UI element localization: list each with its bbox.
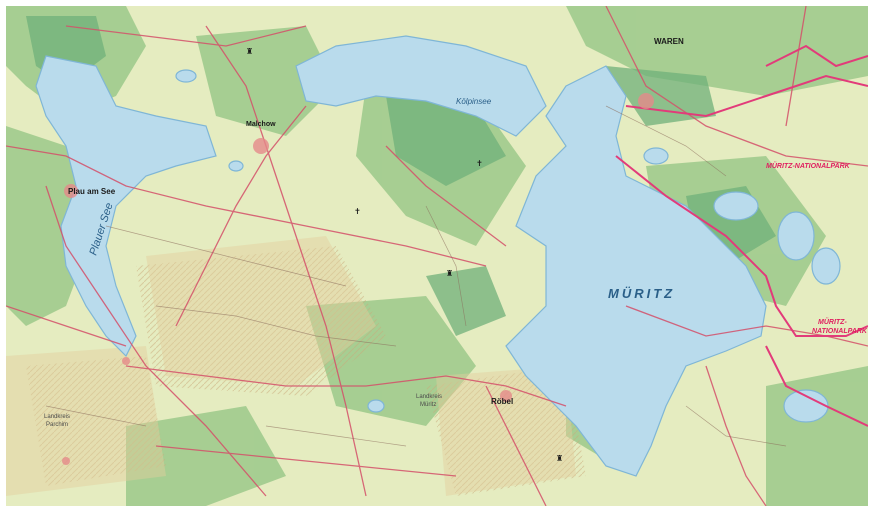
map-symbols: ♜ ♜ ♜ ✝ ✝ xyxy=(246,47,563,463)
label-roebel: Röbel xyxy=(491,397,513,406)
lake-koelpinsee xyxy=(295,35,547,137)
dark-forest xyxy=(26,16,776,336)
national-park-boundary xyxy=(615,44,868,427)
label-mueritz: MÜRITZ xyxy=(608,286,675,301)
castle-icon: ♜ xyxy=(246,47,253,56)
label-region-mid-line1: Landkreis xyxy=(416,394,442,400)
church-icon: ✝ xyxy=(354,207,361,216)
church-icon: ✝ xyxy=(476,159,483,168)
road-network xyxy=(6,6,868,506)
lakes xyxy=(35,35,841,477)
label-region-mid-line2: Müritz xyxy=(420,402,436,408)
label-region-sw-line2: Parchim xyxy=(46,422,68,428)
hill-relief xyxy=(26,246,586,496)
label-waren: WAREN xyxy=(654,37,684,46)
label-plau-am-see: Plau am See xyxy=(68,187,116,196)
lake-plauer-see xyxy=(35,55,217,358)
label-park-south-line2: NATIONALPARK xyxy=(812,328,868,335)
lake-mueritz xyxy=(505,65,767,477)
tracks xyxy=(45,105,787,447)
label-region-mid: Landkreis Müritz xyxy=(416,394,444,408)
label-region-sw: Landkreis Parchim xyxy=(44,414,72,428)
label-koelpinsee: Kölpinsee xyxy=(456,97,492,106)
label-park-north: MÜRITZ-NATIONALPARK xyxy=(766,161,851,170)
hills-tint xyxy=(6,236,576,496)
label-region-sw-line1: Landkreis xyxy=(44,414,70,420)
castle-icon: ♜ xyxy=(446,269,453,278)
label-park-south-line1: MÜRITZ- xyxy=(818,317,847,326)
castle-icon: ♜ xyxy=(556,454,563,463)
label-park-south: MÜRITZ- NATIONALPARK xyxy=(812,317,868,335)
topographic-map[interactable]: MÜRITZ Plauer See Kölpinsee Plau am See … xyxy=(6,6,868,506)
town-areas xyxy=(62,93,654,465)
label-malchow: Malchow xyxy=(246,121,276,128)
map-view[interactable]: MÜRITZ Plauer See Kölpinsee Plau am See … xyxy=(6,6,868,506)
